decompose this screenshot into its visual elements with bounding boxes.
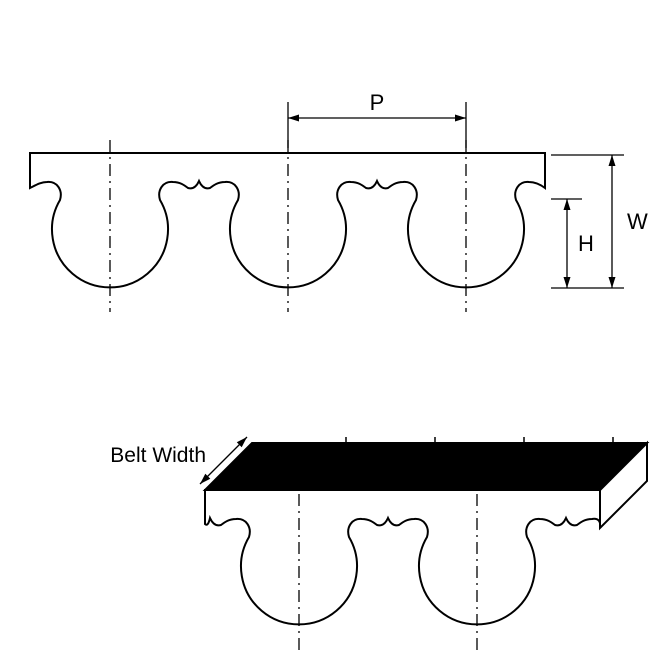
dimension-width: W <box>551 154 648 289</box>
belt-width-arrow-line <box>199 436 248 485</box>
width-arrowhead-top-icon <box>608 155 616 166</box>
dimension-height: H <box>551 198 594 288</box>
belt-top-face <box>202 442 650 491</box>
width-arrowhead-bottom-icon <box>608 277 616 288</box>
pitch-arrowhead-right-icon <box>455 114 466 122</box>
width-label: W <box>627 209 648 234</box>
dimension-pitch: P <box>287 90 467 148</box>
pitch-label: P <box>370 90 385 115</box>
isometric-view: Belt Width <box>110 436 650 652</box>
profile-view: P W H <box>29 90 648 312</box>
belt-width-annotation: Belt Width <box>110 436 248 485</box>
height-label: H <box>578 231 594 256</box>
belt-width-arrowhead-top-icon <box>236 437 247 448</box>
height-arrowhead-top-icon <box>563 199 571 210</box>
belt-front-face <box>204 489 602 626</box>
belt-width-label: Belt Width <box>110 444 206 467</box>
height-arrowhead-bottom-icon <box>563 277 571 288</box>
pitch-arrowhead-left-icon <box>288 114 299 122</box>
belt-width-arrowhead-bottom-icon <box>200 473 211 484</box>
